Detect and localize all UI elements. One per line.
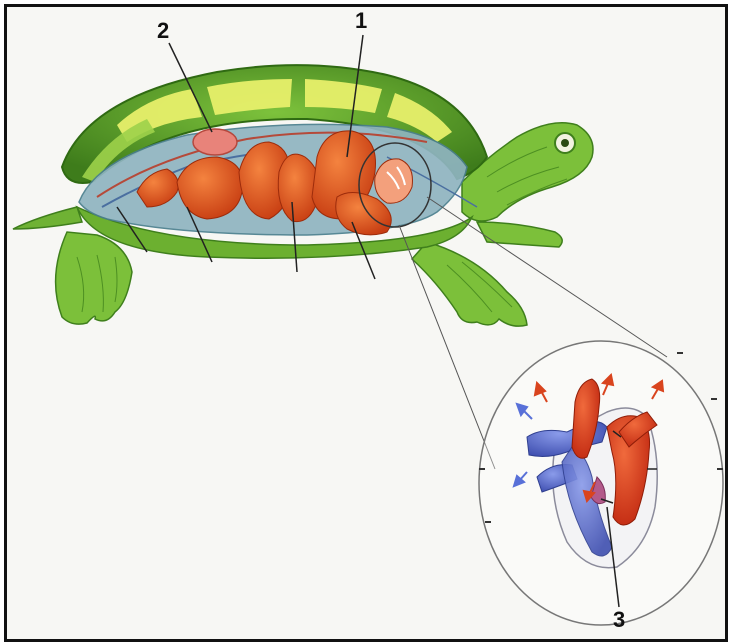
diagram-frame: 1 2 3 (4, 4, 728, 642)
fore-leg (412, 242, 527, 326)
kidney-organ (193, 129, 237, 155)
turtle-illustration (13, 65, 593, 326)
tail (13, 207, 82, 229)
fore-foot (477, 222, 562, 247)
turtle-anatomy-diagram (7, 7, 725, 639)
label-3: 3 (613, 609, 625, 631)
label-2: 2 (157, 20, 169, 42)
hind-leg (56, 232, 132, 324)
label-1: 1 (355, 10, 367, 32)
